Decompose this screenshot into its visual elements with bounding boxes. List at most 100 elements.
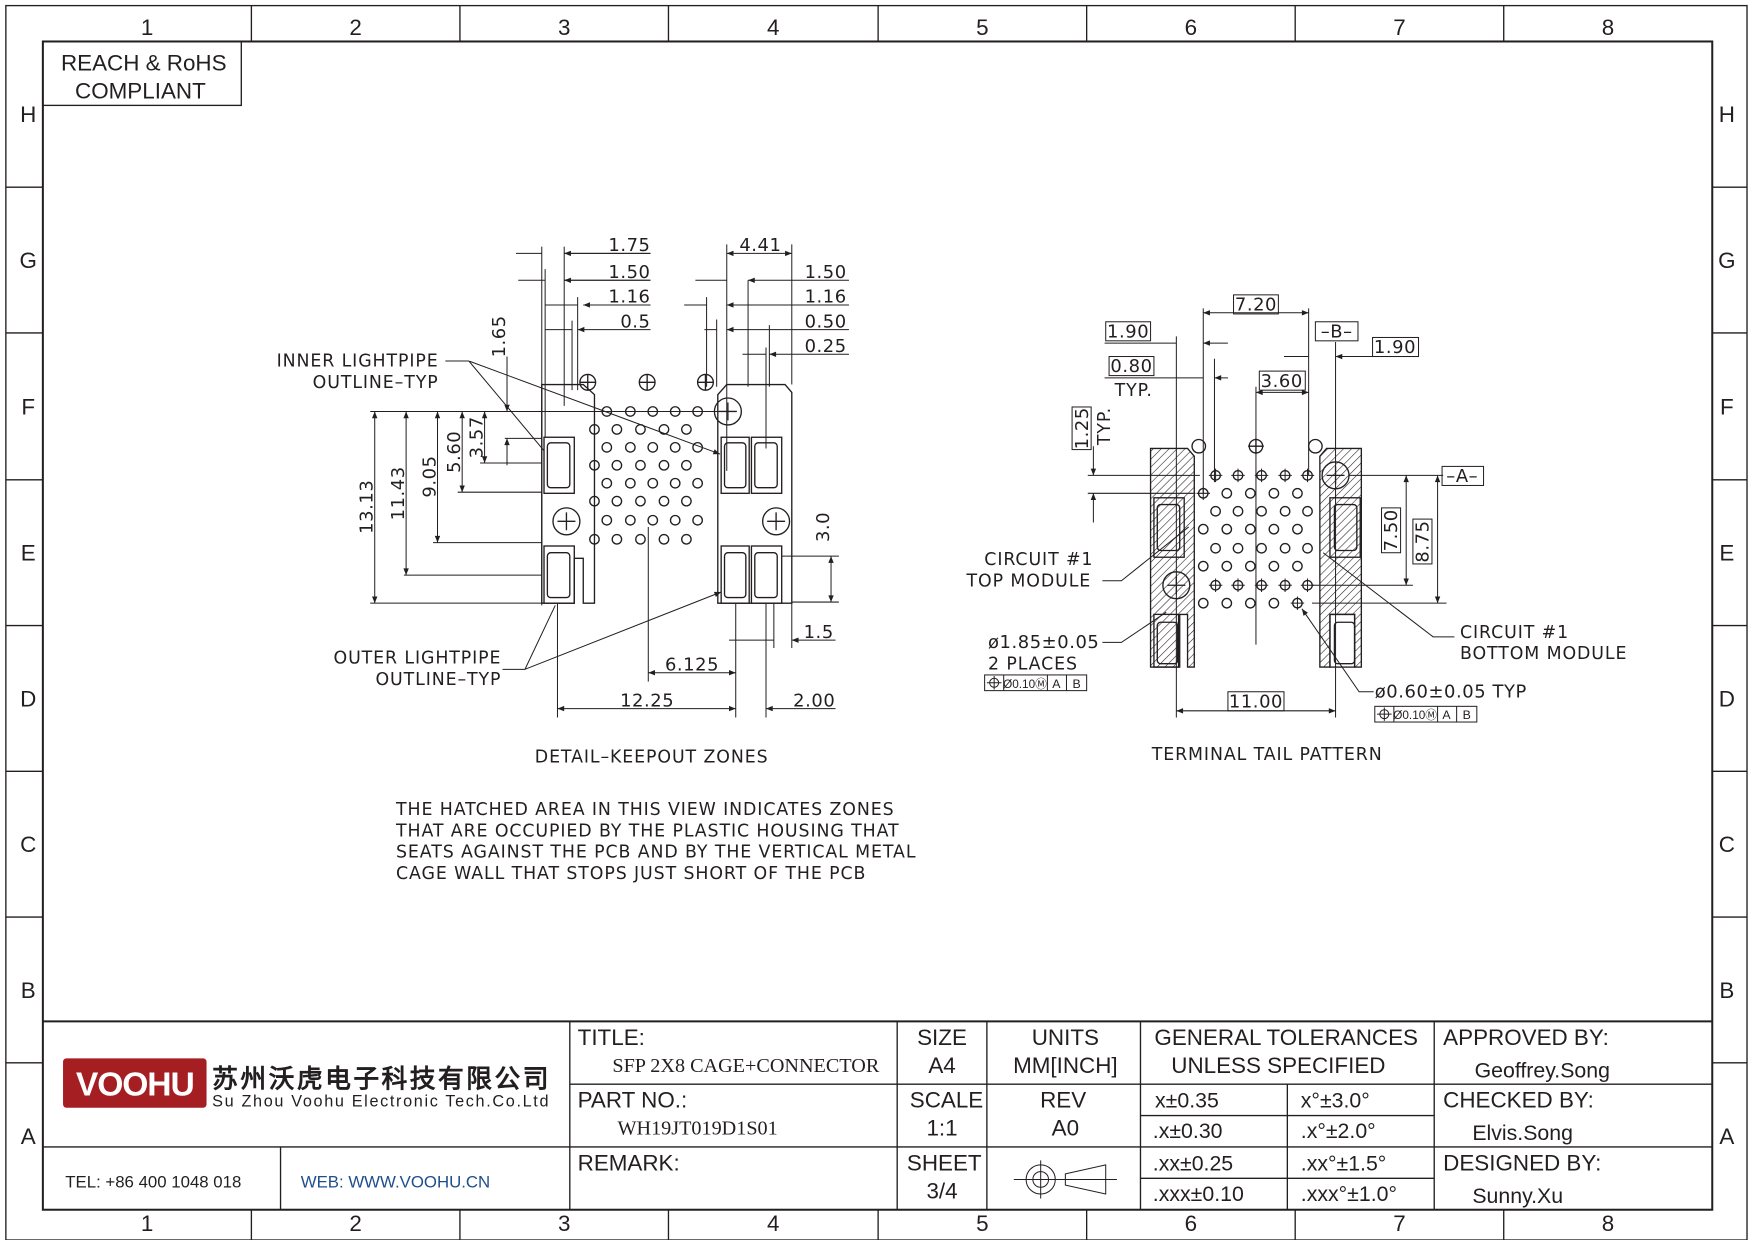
dim-3-0: 3.0 — [813, 512, 834, 542]
zone-row-label: D — [20, 686, 36, 711]
dim-1-65: 1.65 — [489, 315, 510, 357]
pin-hole — [1197, 597, 1209, 609]
pin-hole — [692, 477, 703, 489]
plus-circle-icon — [552, 507, 581, 536]
pin-hole — [635, 495, 646, 507]
pin-hole — [681, 533, 692, 545]
pin-hole — [647, 514, 659, 526]
pin-hole — [589, 533, 600, 545]
company-name-cn: 苏州沃虎电子科技有限公司 — [212, 1065, 548, 1094]
pin-hole — [1244, 560, 1256, 572]
website-link[interactable]: WEB: WWW.VOOHU.CN — [301, 1172, 490, 1191]
terminal-dimension-values: 7.20 1.90 0.80 TYP. 3.60 –B– 1.90 1.25 T… — [1071, 294, 1485, 712]
pin-hole — [1221, 487, 1233, 499]
zone-row-label: C — [20, 832, 36, 857]
tolerance-angular: x°±3.0° — [1301, 1089, 1370, 1113]
pin-hole — [601, 477, 613, 489]
zone-row-label: D — [1719, 686, 1735, 711]
zone-column-label: 7 — [1393, 15, 1405, 40]
pin-hole — [1210, 542, 1221, 554]
pin-hole — [1279, 542, 1291, 554]
alignment-holes — [552, 373, 791, 536]
dimension-values: 1.75 1.50 1.16 0.5 4.41 1.50 1.16 0.50 0… — [356, 235, 846, 711]
datum-a: –A– — [1446, 466, 1478, 487]
zone-row-label: F — [21, 394, 35, 419]
dim-9-05: 9.05 — [419, 455, 440, 497]
dim-2-00: 2.00 — [793, 690, 835, 711]
company-logo: VOOHU — [63, 1058, 207, 1108]
size-label: SIZE — [917, 1025, 967, 1050]
fcf-tolerance: Ø0.10Ⓜ — [1003, 678, 1047, 691]
plus-circle-icon — [761, 507, 791, 536]
sheet-frame — [5, 4, 1748, 1240]
zone-row-label: E — [1719, 541, 1734, 566]
zone-ticks — [5, 5, 1748, 1240]
compliance-line-1: REACH & RoHS — [61, 51, 227, 76]
zone-row-label: B — [21, 978, 36, 1003]
pin-hole — [1232, 542, 1244, 554]
large-hole-qty: 2 PLACES — [988, 654, 1078, 674]
pin-hole — [681, 495, 692, 507]
hole-icon — [1307, 438, 1323, 454]
pin-hole — [1279, 505, 1291, 517]
dim-1-90: 1.90 — [1107, 321, 1149, 342]
detail-caption: DETAIL–KEEPOUT ZONES — [535, 747, 769, 767]
pin-hole — [589, 459, 600, 471]
zone-column-label: 1 — [141, 1211, 153, 1236]
compliance-box: REACH & RoHS COMPLIANT — [42, 40, 242, 107]
zone-column-label: 8 — [1602, 15, 1614, 40]
size-value: A4 — [928, 1053, 955, 1078]
pin-hole — [624, 514, 636, 526]
remark-label: REMARK: — [578, 1150, 680, 1175]
crosshair-icon — [1278, 578, 1292, 592]
approved-label: APPROVED BY: — [1443, 1025, 1609, 1050]
zone-row-label: H — [1719, 102, 1735, 127]
dim-0-25: 0.25 — [805, 336, 847, 357]
typ-label-vertical: TYP. — [1095, 407, 1115, 446]
tolerance-header: GENERAL TOLERANCES — [1154, 1025, 1418, 1050]
crosshair-icon — [1254, 468, 1269, 483]
tolerance-linear: .xx±0.25 — [1153, 1151, 1233, 1175]
zone-column-label: 4 — [767, 1211, 779, 1236]
dim-3-60: 3.60 — [1261, 371, 1303, 392]
pin-hole — [635, 459, 646, 471]
dim-1-25: 1.25 — [1072, 407, 1093, 449]
inner-lightpipe-label: INNER LIGHTPIPE — [277, 352, 439, 372]
pin-hole — [692, 514, 703, 526]
zone-column-label: 5 — [976, 1211, 988, 1236]
pin-hole — [1221, 523, 1233, 535]
pin-hole — [611, 459, 623, 471]
zone-column-label: 7 — [1393, 1211, 1405, 1236]
dim-1-50-right: 1.50 — [805, 262, 847, 283]
crosshair-icon — [1300, 468, 1315, 483]
left-pin-grid — [589, 406, 703, 545]
crosshair-icon — [1208, 578, 1223, 592]
terminal-pin-grid — [1196, 468, 1315, 610]
feature-control-frame: Ø0.10Ⓜ A B — [984, 674, 1088, 692]
pin-hole — [669, 441, 681, 453]
crosshair-icon — [1231, 468, 1245, 483]
pin-hole — [611, 495, 623, 507]
pin-hole — [635, 533, 646, 545]
pin-hole — [1256, 542, 1267, 554]
zone-row-label: H — [20, 102, 36, 127]
position-icon — [986, 676, 1002, 690]
dim-7-20: 7.20 — [1235, 295, 1277, 316]
rev-value: A0 — [1052, 1116, 1079, 1141]
zone-row-label: E — [21, 541, 36, 566]
units-value: MM[INCH] — [1013, 1053, 1118, 1078]
tolerance-linear: .xxx±0.10 — [1153, 1182, 1244, 1206]
terminal-tail-view: 7.20 1.90 0.80 TYP. 3.60 –B– 1.90 1.25 T… — [966, 294, 1626, 765]
scale-label: SCALE — [910, 1088, 983, 1113]
tolerance-header-2: UNLESS SPECIFIED — [1171, 1053, 1385, 1078]
part-no-label: PART NO.: — [578, 1088, 688, 1113]
pin-hole — [1268, 523, 1280, 535]
pin-hole — [1302, 542, 1313, 554]
tolerance-angular: .x°±2.0° — [1301, 1119, 1376, 1143]
zone-column-label: 6 — [1185, 1211, 1197, 1236]
dim-0-50: 0.50 — [805, 311, 847, 332]
zone-column-label: 1 — [141, 15, 153, 40]
dim-11-00: 11.00 — [1229, 691, 1283, 712]
